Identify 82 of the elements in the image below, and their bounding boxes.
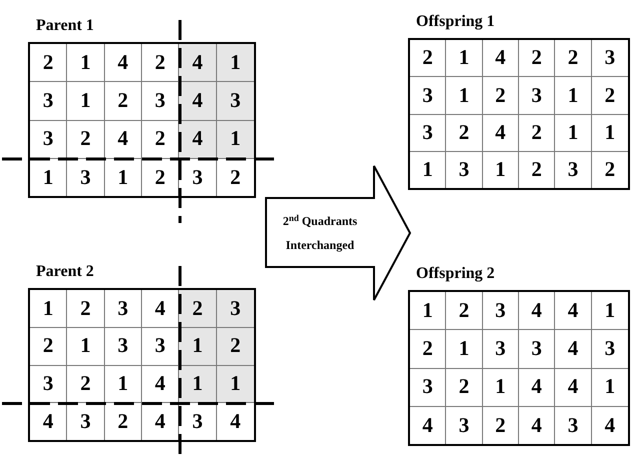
grid-cell: 2 xyxy=(179,290,217,328)
grid-cell: 2 xyxy=(67,290,105,328)
grid-cell: 1 xyxy=(555,77,592,114)
grid-cell: 2 xyxy=(104,403,142,440)
grid-cell: 3 xyxy=(104,290,142,328)
grid-cell: 1 xyxy=(482,152,519,188)
grid-cell: 3 xyxy=(410,77,446,114)
grid-cell: 1 xyxy=(592,368,628,407)
grid-cell: 3 xyxy=(482,292,519,330)
grid-cell: 2 xyxy=(216,328,254,366)
grid-cell: 1 xyxy=(104,366,142,404)
grid-cell: 2 xyxy=(104,82,142,120)
grid-cell: 3 xyxy=(518,330,556,368)
grid-cell: 3 xyxy=(216,290,254,328)
grid-cell: 2 xyxy=(30,328,68,366)
grid-cell: 1 xyxy=(216,44,254,82)
grid-cell: 2 xyxy=(410,40,446,78)
grid-cell: 3 xyxy=(482,330,519,368)
grid-cell: 2 xyxy=(67,366,105,404)
grid-cell: 2 xyxy=(482,77,519,114)
grid-title: Offspring 2 xyxy=(416,266,495,282)
grid-cell: 1 xyxy=(179,328,217,366)
grid-cell: 3 xyxy=(518,77,556,114)
grid-cell: 1 xyxy=(592,292,628,330)
grid-cell: 3 xyxy=(410,368,446,407)
grid-cell: 4 xyxy=(142,290,180,328)
grid-cell: 3 xyxy=(30,120,68,159)
grid-cell: 1 xyxy=(555,114,592,152)
grid-cell: 3 xyxy=(592,40,628,78)
grid-cell: 2 xyxy=(67,120,105,159)
grid-cell: 3 xyxy=(142,82,180,120)
grid-cell: 1 xyxy=(104,158,142,196)
grid-cell: 1 xyxy=(67,328,105,366)
grid-cell: 3 xyxy=(216,82,254,120)
grid-cell: 4 xyxy=(142,366,180,404)
grid-cell: 4 xyxy=(555,330,592,368)
grid-cell: 1 xyxy=(482,368,519,407)
grid-cell: 1 xyxy=(216,120,254,159)
grid-cell: 2 xyxy=(410,330,446,368)
grid-cell: 4 xyxy=(482,114,519,152)
grid-cell: 1 xyxy=(179,366,217,404)
grid-cell: 4 xyxy=(555,368,592,407)
grid-cell: 1 xyxy=(592,114,628,152)
grid-cell: 1 xyxy=(410,292,446,330)
grid-cell: 1 xyxy=(446,77,483,114)
grid-cell: 1 xyxy=(30,290,68,328)
grid-cell: 3 xyxy=(30,82,68,120)
grid-cell: 4 xyxy=(518,292,556,330)
grid-cell: 2 xyxy=(142,44,180,82)
arrow-label: 2$^{nd}$ Quadrants xyxy=(282,215,358,227)
grid-title: Parent 2 xyxy=(36,264,94,280)
grid-cell: 2 xyxy=(446,368,483,407)
arrow-label: Interchanged xyxy=(286,239,354,251)
grid-cell: 1 xyxy=(67,44,105,82)
grid-cell: 4 xyxy=(179,120,217,159)
grid-cell: 1 xyxy=(67,82,105,120)
grid-cell: 4 xyxy=(104,44,142,82)
grid-cell: 2 xyxy=(142,120,180,159)
grid-cell: 1 xyxy=(446,330,483,368)
grid-title: Offspring 1 xyxy=(416,14,495,30)
grid-cell: 4 xyxy=(179,82,217,120)
grid-cell: 1 xyxy=(216,366,254,404)
grid-cell: 3 xyxy=(30,366,68,404)
grid-cell: 2 xyxy=(592,77,628,114)
grid-cell: 2 xyxy=(30,44,68,82)
grid-cell: 2 xyxy=(555,40,592,78)
grid-cell: 2 xyxy=(518,40,556,78)
grid-cell: 3 xyxy=(142,328,180,366)
grid-cell: 2 xyxy=(482,406,519,444)
grid-title: Parent 1 xyxy=(36,18,94,34)
grid-cell: 2 xyxy=(518,114,556,152)
grid-cell: 3 xyxy=(104,328,142,366)
grid-cell: 2 xyxy=(446,292,483,330)
grid-cell: 2 xyxy=(446,114,483,152)
grid-cell: 3 xyxy=(410,114,446,152)
grid-cell: 1 xyxy=(446,40,483,78)
grid-cell: 4 xyxy=(518,368,556,407)
grid-cell: 4 xyxy=(179,44,217,82)
grid-cell: 4 xyxy=(555,292,592,330)
grid-cell: 3 xyxy=(592,330,628,368)
grid-cell: 4 xyxy=(104,120,142,159)
grid-cell: 4 xyxy=(482,40,519,78)
